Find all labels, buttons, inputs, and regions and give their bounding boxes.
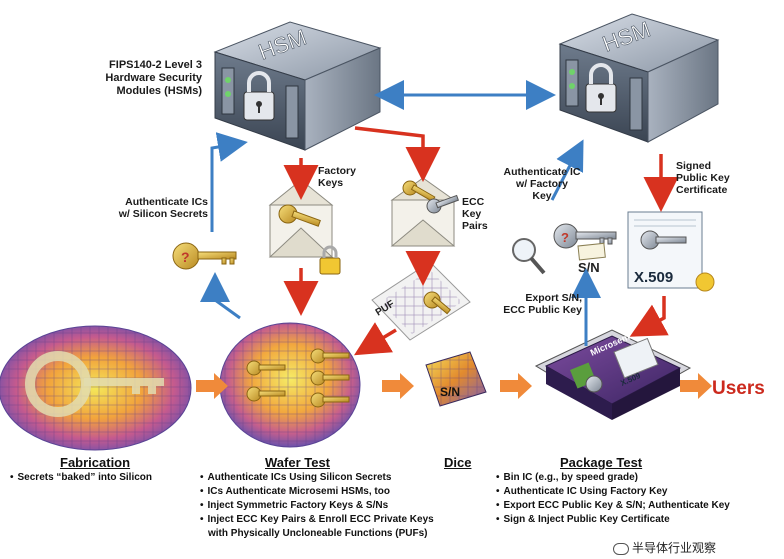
watermark-text: 半导体行业观察 (632, 541, 717, 555)
fabrication-wafer-icon (0, 325, 192, 451)
authenticate-ic-line: w/ Factory (516, 178, 568, 190)
signed-cert-line: Certificate (676, 184, 728, 196)
stage-title-fabrication: Fabrication (60, 455, 131, 470)
bullet-item: Export ECC Public Key & S/N; Authenticat… (496, 499, 730, 513)
factory-keys-label: Factory Keys (318, 165, 356, 189)
hsm-right-icon (558, 13, 720, 143)
authenticate-ics-line: w/ Silicon Secrets (118, 208, 208, 220)
export-sn-line: Export S/N, (525, 292, 582, 304)
signed-cert-label: Signed Public Key Certificate (676, 160, 730, 196)
bullet-item: Inject ECC Key Pairs & Enroll ECC Privat… (200, 513, 434, 527)
factory-keys-line: Keys (318, 177, 344, 189)
package-test-bullets: Bin IC (e.g., by speed grade) Authentica… (496, 471, 730, 527)
hsm-caption-line: FIPS140-2 Level 3 (109, 59, 202, 71)
wafer-test-wafer-icon (219, 322, 361, 448)
signed-cert-line: Signed (676, 160, 712, 172)
ecc-key-pairs-envelope-icon (390, 177, 460, 247)
package-chip-icon (534, 329, 692, 420)
bullet-item-continuation: with Physically Uncloneable Functions (P… (208, 528, 428, 539)
bullet-item: Inject Symmetric Factory Keys & S/Ns (200, 499, 434, 513)
orange-stage-arrows (196, 373, 712, 399)
die-sn-label: S/N (440, 385, 460, 399)
authenticate-ics-line: Authenticate ICs (125, 196, 208, 208)
factory-keys-line: Factory (318, 165, 356, 177)
authenticate-ic-factory-label: Authenticate IC w/ Factory Key (496, 166, 588, 202)
ecc-key-pairs-label: ECC Key Pairs (462, 196, 488, 232)
ecc-line: ECC (462, 196, 485, 208)
question-key-icon: ? (172, 242, 237, 270)
stage-title-wafer-test: Wafer Test (265, 455, 331, 470)
blue-flow-arrows (200, 132, 601, 346)
stage-title-package-test: Package Test (560, 455, 643, 470)
magnifier-icon (512, 238, 546, 275)
bullet-item: Bin IC (e.g., by speed grade) (496, 471, 730, 485)
ecc-line: Pairs (462, 220, 488, 232)
hsm-caption: FIPS140-2 Level 3 Hardware Security Modu… (82, 59, 202, 98)
authenticate-ic-line: Authenticate IC (503, 166, 581, 178)
bullet-item: Secrets “baked” into Silicon (10, 471, 152, 485)
x509-certificate-icon (627, 211, 715, 292)
svg-text:?: ? (181, 249, 190, 265)
authenticate-ics-label: Authenticate ICs w/ Silicon Secrets (100, 196, 208, 220)
bullet-item: Authenticate IC Using Factory Key (496, 485, 730, 499)
fabrication-bullets: Secrets “baked” into Silicon (10, 471, 152, 485)
sn-key-label: S/N (578, 260, 600, 275)
x509-cert-label: X.509 (634, 269, 673, 286)
stage-title-dice: Dice (444, 455, 472, 470)
users-label: Users (712, 378, 765, 399)
export-sn-label: Export S/N, ECC Public Key (492, 292, 582, 316)
bullet-item: ICs Authenticate Microsemi HSMs, too (200, 485, 434, 499)
red-flow-arrows (283, 126, 679, 356)
factory-keys-envelope-icon (268, 179, 341, 275)
wafer-test-bullets: Authenticate ICs Using Silicon Secrets I… (200, 471, 434, 541)
export-sn-line: ECC Public Key (503, 304, 582, 316)
hsm-caption-line: Hardware Security (105, 72, 202, 84)
bullet-item: Authenticate ICs Using Silicon Secrets (200, 471, 434, 485)
signed-cert-line: Public Key (676, 172, 730, 184)
watermark: 半导体行业观察 (610, 538, 720, 557)
svg-text:?: ? (561, 230, 569, 245)
wechat-icon (613, 542, 629, 555)
sn-key-icon: ? (553, 223, 617, 261)
hsm-caption-line: Modules (HSMs) (116, 85, 202, 97)
bullet-item: Sign & Inject Public Key Certificate (496, 513, 730, 527)
authenticate-ic-line: Key (532, 190, 552, 202)
hsm-left-icon (213, 21, 382, 151)
dice-die-icon (425, 351, 487, 407)
ecc-line: Key (462, 208, 482, 220)
